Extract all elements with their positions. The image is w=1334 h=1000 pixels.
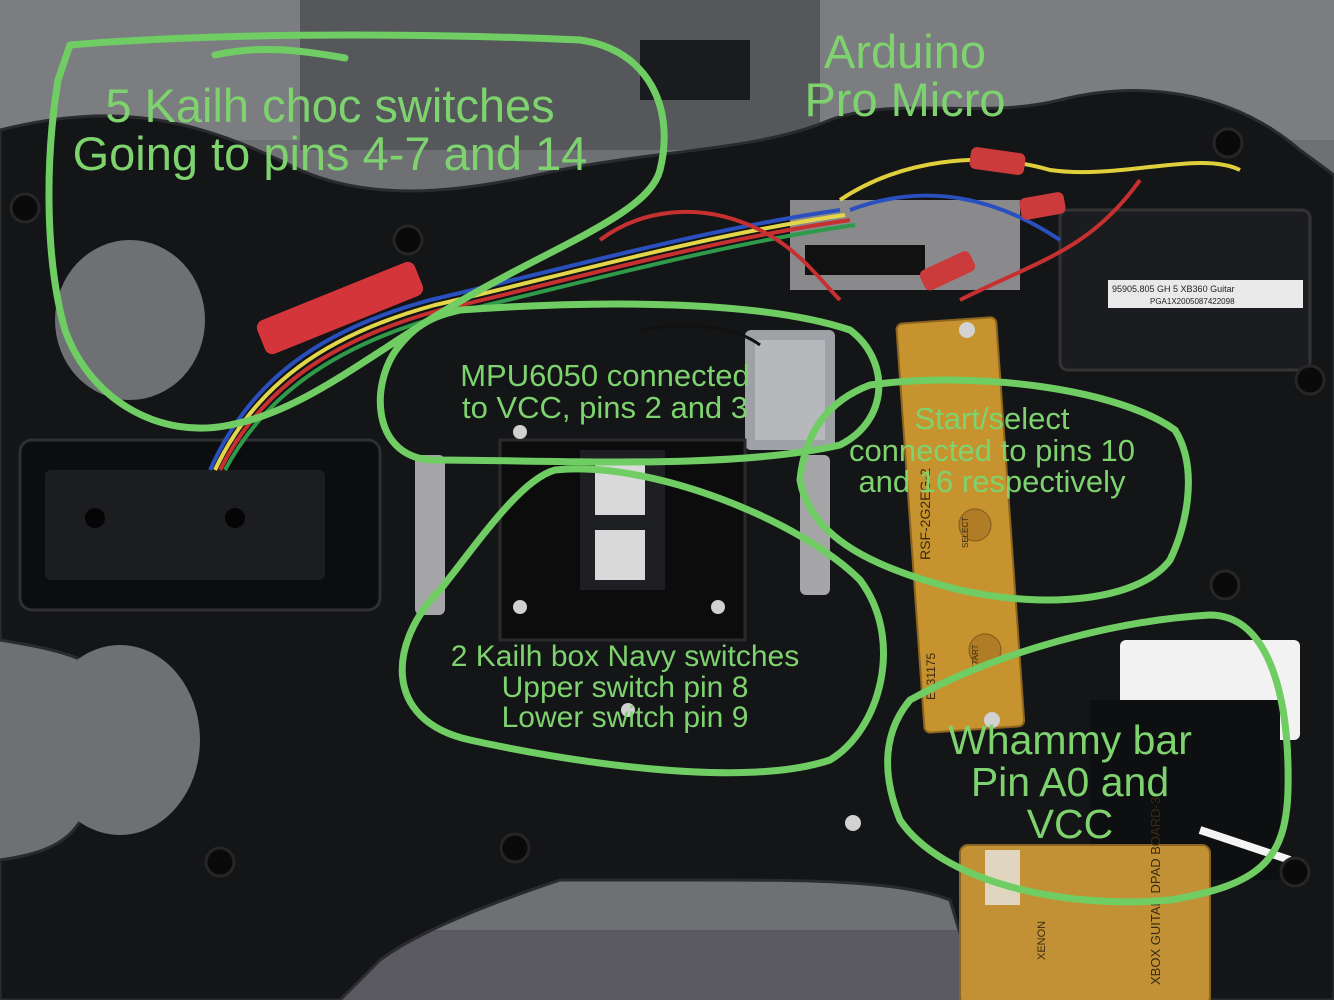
- battery-sticker-code: PGA1X2005087422098: [1150, 297, 1235, 306]
- right-bracket: [800, 455, 830, 595]
- annotation-outlines: [45, 31, 1292, 906]
- battery-sticker: [1108, 280, 1303, 308]
- outline-whammy: [884, 611, 1292, 906]
- body-cutout: [55, 240, 205, 400]
- left-bracket: [415, 455, 445, 615]
- pcb-board-id: RSF-2G2EG-2: [917, 468, 933, 560]
- outline-start-select: [796, 376, 1192, 604]
- screw-posts: [9, 127, 1326, 888]
- dpad-board: XBOX GUITAR DPAD BOARD-3 XENON: [959, 797, 1211, 1000]
- dpad-board-label: XBOX GUITAR DPAD BOARD-3: [1148, 797, 1163, 985]
- outline-mpu6050: [376, 300, 883, 466]
- lower-switch: [595, 530, 645, 580]
- outline-navy-switches: [398, 465, 887, 777]
- pcb-start-label: START: [971, 644, 980, 670]
- dpad-xenon-label: XENON: [1036, 921, 1048, 960]
- outline-choc-switches: [45, 31, 668, 432]
- heat-shrink: [256, 261, 424, 355]
- pcb-select-label: SELECT: [961, 517, 970, 548]
- battery-sticker-text: 95905.805 GH 5 XB360 Guitar: [1112, 284, 1235, 294]
